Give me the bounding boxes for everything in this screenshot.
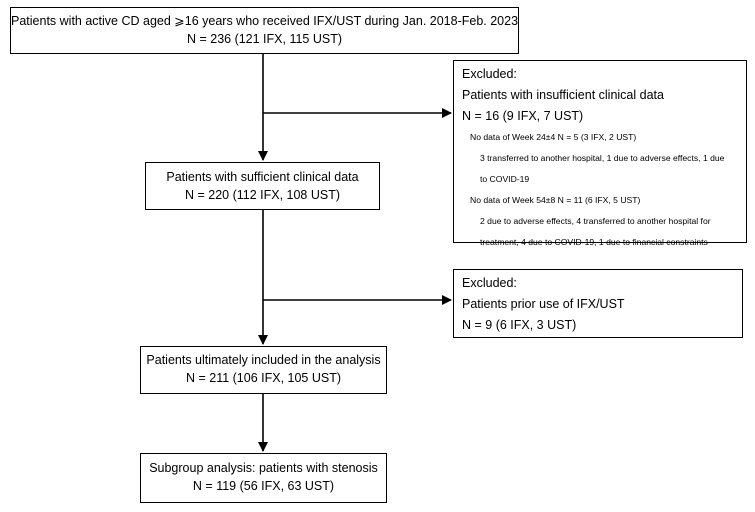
week54-reason-line: treatment, 4 due to COVID-19, 1 due to f… [480, 237, 708, 247]
week54-reason-line: 2 due to adverse effects, 4 transferred … [480, 216, 711, 226]
subgroup-stenosis-count: N = 119 (56 IFX, 63 UST) [192, 479, 335, 493]
sufficient-data-description: Patients with sufficient clinical data [166, 170, 359, 184]
eligible-patients-count: N = 236 (121 IFX, 115 UST) [186, 32, 343, 46]
excluded-insufficient-data-box: Excluded: Patients with insufficient cli… [453, 60, 747, 247]
week54-missing-label: No data of Week 54±8 N = 11 (6 IFX, 5 US… [470, 195, 641, 205]
eligible-patients-box: Patients with active CD aged ⩾16 years w… [10, 7, 519, 54]
included-analysis-box: Patients ultimately included in the anal… [140, 346, 387, 394]
included-analysis-count: N = 211 (106 IFX, 105 UST) [185, 371, 342, 385]
excluded-insufficient-title: Patients with insufficient clinical data [462, 88, 664, 102]
included-analysis-description: Patients ultimately included in the anal… [146, 353, 381, 367]
excluded-prior-use-title: Patients prior use of IFX/UST [462, 297, 625, 311]
subgroup-stenosis-box: Subgroup analysis: patients with stenosi… [140, 453, 387, 503]
excluded-heading: Excluded: [462, 276, 517, 290]
week24-missing-label: No data of Week 24±4 N = 5 (3 IFX, 2 UST… [470, 132, 637, 142]
excluded-prior-use-box: Excluded: Patients prior use of IFX/UST … [453, 269, 743, 338]
week24-reason-line: to COVID-19 [480, 174, 530, 184]
week24-reason-line: 3 transferred to another hospital, 1 due… [480, 153, 725, 163]
subgroup-stenosis-description: Subgroup analysis: patients with stenosi… [149, 461, 378, 475]
eligible-patients-description: Patients with active CD aged ⩾16 years w… [11, 14, 519, 28]
sufficient-data-count: N = 220 (112 IFX, 108 UST) [184, 188, 341, 202]
excluded-heading: Excluded: [462, 67, 517, 81]
excluded-prior-use-count: N = 9 (6 IFX, 3 UST) [462, 318, 577, 332]
excluded-insufficient-count: N = 16 (9 IFX, 7 UST) [462, 109, 584, 123]
sufficient-data-box: Patients with sufficient clinical data N… [145, 162, 380, 210]
